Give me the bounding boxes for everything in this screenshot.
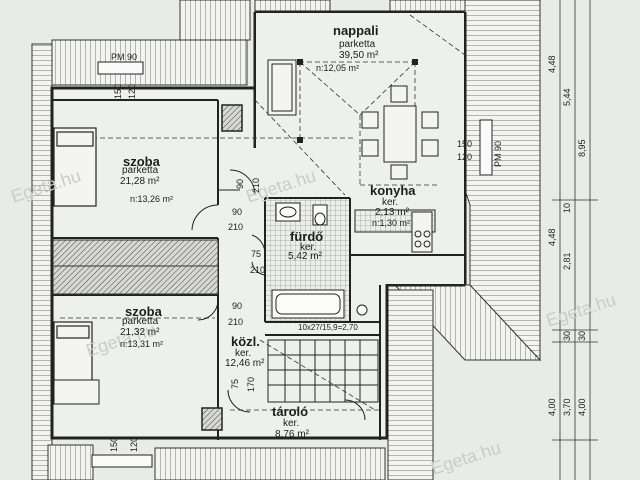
room-area-konyha: 2,13 m² [375,207,409,218]
room-area-nappali: 39,50 m² [339,50,379,61]
room-net-szoba-top: n:13,26 m² [130,194,174,204]
chimney [201,104,243,431]
room-net-szoba-bottom: n:13,31 m² [120,339,164,349]
door-height-label: 210 [228,222,244,232]
room-name-konyha: konyha [370,183,416,198]
room-name-furdo: fürdő [290,229,324,244]
dimension-label: 4,00 [577,398,587,416]
room-floor-kozl: ker. [235,348,252,359]
room-area-szoba-bottom: 21,32 m² [120,327,160,338]
window-label-pm90: PM 90 [493,140,503,167]
door-width-label: 75 [251,249,262,259]
door-width-label: 75 [230,378,240,389]
dimension-label: 3,70 [562,398,572,416]
window-height-label: 120 [457,152,473,162]
room-floor-szoba-top: parketta [122,165,159,176]
window-width-label: 150 [109,436,119,452]
room-floor-tarolo: ker. [283,418,300,429]
door-swings [191,169,366,421]
door-height-label: 210 [250,265,266,275]
window-width-label: 150 [113,83,123,99]
dimension-label: 8,95 [577,139,587,157]
stair-label: 10x27/15,9=2,70 [298,323,358,332]
window-width-label: 150 [457,139,473,149]
dimension-label: 10 [562,202,572,213]
room-floor-furdo: ker. [300,242,317,253]
room-floor-konyha: ker. [382,197,399,208]
door-width-label: 90 [235,178,245,189]
bathroom-fixtures [271,202,368,319]
room-name-szoba-bottom: szoba [125,304,162,319]
kitchen-counter [354,209,436,253]
window-height-label: 120 [129,436,139,452]
room-net-nappali: n:12,05 m² [316,63,360,73]
dimension-label: 30 [562,330,572,341]
room-area-furdo: 5,42 m² [288,251,322,262]
room-floor-szoba-bottom: parketta [122,316,159,327]
wardrobe [52,239,219,295]
door-width-label: 90 [232,301,243,311]
dimension-label: 2,81 [562,252,572,270]
dimension-label: 5,44 [562,88,572,106]
room-name-kozl: közl. [231,334,260,349]
room-area-kozl: 12,46 m² [225,358,265,369]
dimension-label: 4,48 [547,55,557,73]
window-label-pm90: PM 90 [111,52,138,62]
stairs [267,339,379,403]
dimension-lines [552,0,598,480]
dimension-label: 4,00 [547,398,557,416]
door-width-label: 90 [232,207,243,217]
desk [53,379,100,405]
room-area-szoba-top: 21,28 m² [120,176,160,187]
room-area-tarolo: 8,76 m² [275,429,309,440]
dimension-label: 30 [577,330,587,341]
door-height-label: 210 [228,317,244,327]
column [297,59,418,143]
room-name-tarolo: tároló [272,404,309,419]
door-height-label: 210 [251,177,261,193]
furniture [267,59,439,180]
room-name-szoba-top: szoba [123,154,160,169]
windows [91,61,493,468]
window-height-label: 120 [127,83,137,99]
dimension-label: 4,48 [547,228,557,246]
door-height-label: 170 [246,376,256,392]
room-name-nappali: nappali [333,23,379,38]
room-net-konyha: n:1,30 m² [372,218,411,228]
room-floor-nappali: parketta [339,39,376,50]
